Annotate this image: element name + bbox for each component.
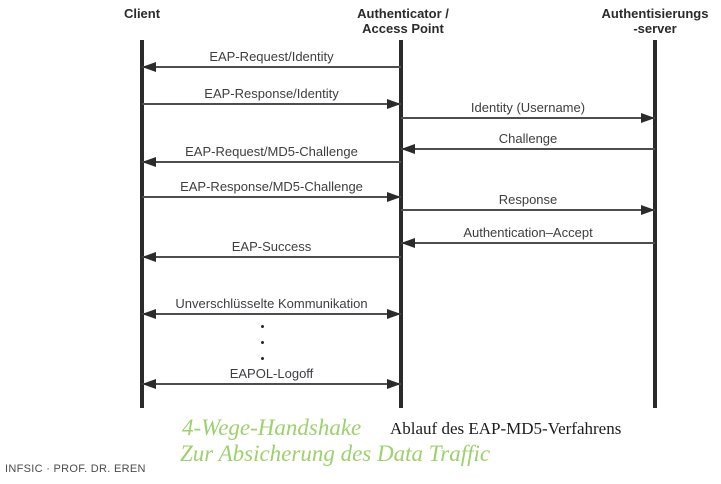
actor-label-line2: -server	[633, 21, 677, 36]
message-label: EAP-Success	[231, 239, 312, 254]
message-label: Unverschlüsselte Kommunikation	[175, 296, 368, 311]
arrow-both-icon	[142, 379, 401, 389]
message-identity-username: Identity (Username)	[401, 99, 655, 123]
message-label: Challenge	[498, 131, 558, 146]
message-eap-success: EAP-Success	[142, 238, 401, 262]
actor-label-line1: Client	[123, 6, 161, 21]
message-eap-request-md5-challenge: EAP-Request/MD5-Challenge	[142, 143, 401, 167]
message-label: EAPOL-Logoff	[229, 366, 314, 381]
arrow-left-icon	[401, 144, 655, 154]
message-label: Response	[498, 192, 558, 207]
actor-label-line2: Access Point	[362, 21, 444, 36]
arrow-right-icon	[401, 205, 655, 215]
message-label: Identity (Username)	[470, 100, 586, 115]
actor-label-line1: Authentisierungs	[601, 6, 709, 21]
message-response: Response	[401, 191, 655, 215]
actor-label-client: Client	[82, 6, 202, 21]
message-label: EAP-Request/MD5-Challenge	[185, 144, 358, 159]
actor-label-auth-server: Authentisierungs -server	[580, 6, 721, 36]
vertical-ellipsis-icon	[260, 325, 264, 373]
message-label: EAP-Response/MD5-Challenge	[180, 179, 363, 194]
handshake-title: 4-Wege-Handshake	[182, 415, 362, 440]
arrow-right-icon	[142, 192, 401, 202]
arrow-left-icon	[142, 157, 401, 167]
lifeline-client	[140, 40, 144, 408]
message-eap-response-md5-challenge: EAP-Response/MD5-Challenge	[142, 178, 401, 202]
message-eap-response-identity: EAP-Response/Identity	[142, 85, 401, 109]
lifeline-auth-server	[653, 40, 657, 408]
lifeline-authenticator	[399, 40, 403, 408]
actor-label-authenticator: Authenticator / Access Point	[328, 6, 478, 36]
message-label: EAP-Request/Identity	[209, 49, 334, 64]
arrow-right-icon	[401, 113, 655, 123]
message-unverschluesselte-kommunikation: Unverschlüsselte Kommunikation	[142, 295, 401, 319]
message-challenge: Challenge	[401, 130, 655, 154]
arrow-left-icon	[401, 238, 655, 248]
arrow-right-icon	[142, 99, 401, 109]
arrow-left-icon	[142, 252, 401, 262]
figure-caption: Ablauf des EAP-MD5-Verfahrens	[390, 419, 622, 438]
actor-label-line1: Authenticator /	[357, 6, 449, 21]
arrow-left-icon	[142, 62, 401, 72]
message-authentication-accept: Authentication–Accept	[401, 224, 655, 248]
message-label: Authentication–Accept	[463, 225, 593, 240]
handshake-subtitle: Zur Absicherung des Data Traffic	[180, 441, 491, 466]
message-label: EAP-Response/Identity	[204, 86, 339, 101]
message-eap-request-identity: EAP-Request/Identity	[142, 48, 401, 72]
arrow-both-icon	[142, 309, 401, 319]
message-eapol-logoff: EAPOL-Logoff	[142, 365, 401, 389]
footer-credit: INFSIC · PROF. DR. EREN	[5, 463, 146, 475]
